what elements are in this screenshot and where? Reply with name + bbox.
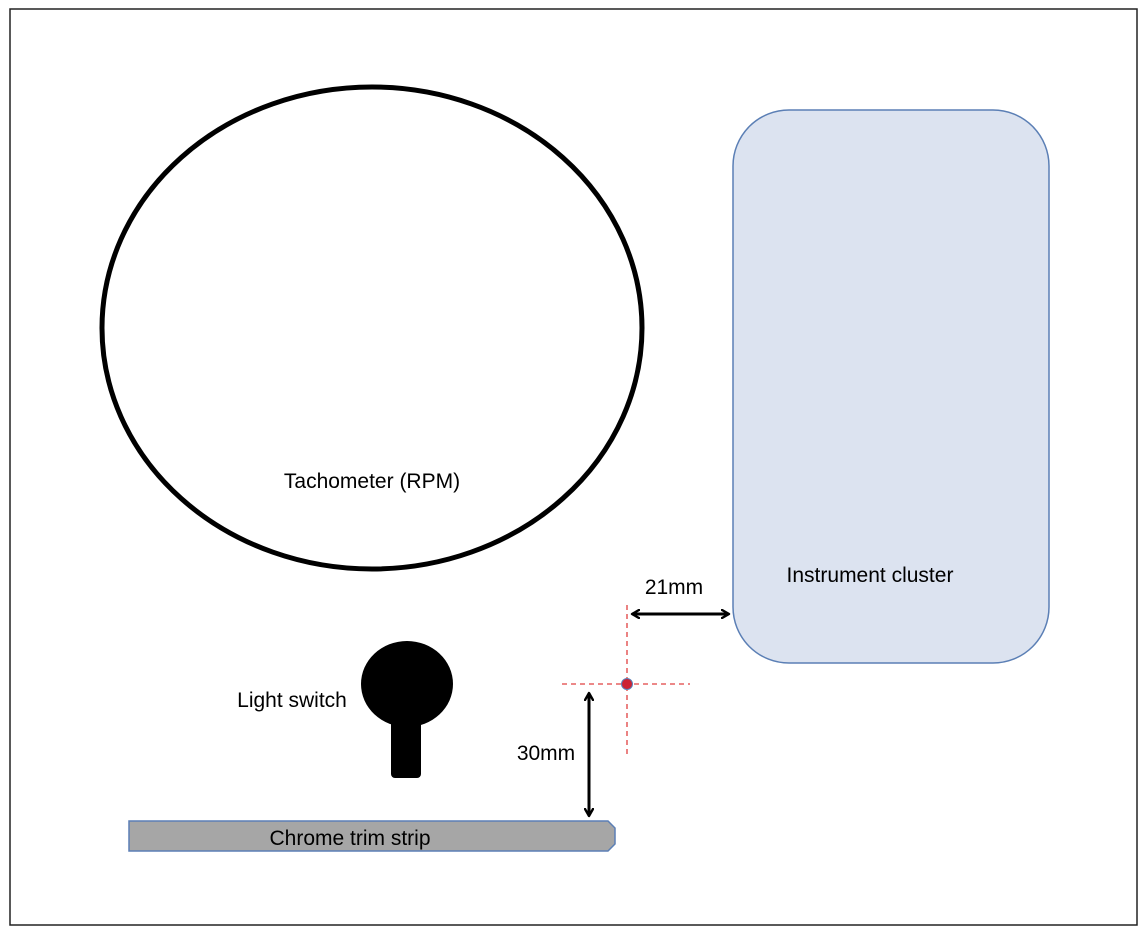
chrome-trim-strip: [128, 820, 616, 852]
light-switch-icon: [361, 641, 453, 778]
instrument-cluster-label: Instrument cluster: [787, 564, 954, 587]
light-switch-label: Light switch: [237, 689, 347, 712]
chrome-trim-label: Chrome trim strip: [269, 827, 430, 850]
vertical-dimension-label: 30mm: [517, 742, 575, 765]
reference-point-marker: [621, 678, 633, 690]
horizontal-dimension-label: 21mm: [645, 576, 703, 599]
tachometer-circle: [99, 84, 645, 572]
tachometer-label: Tachometer (RPM): [284, 470, 460, 493]
instrument-cluster-box: [732, 109, 1050, 664]
